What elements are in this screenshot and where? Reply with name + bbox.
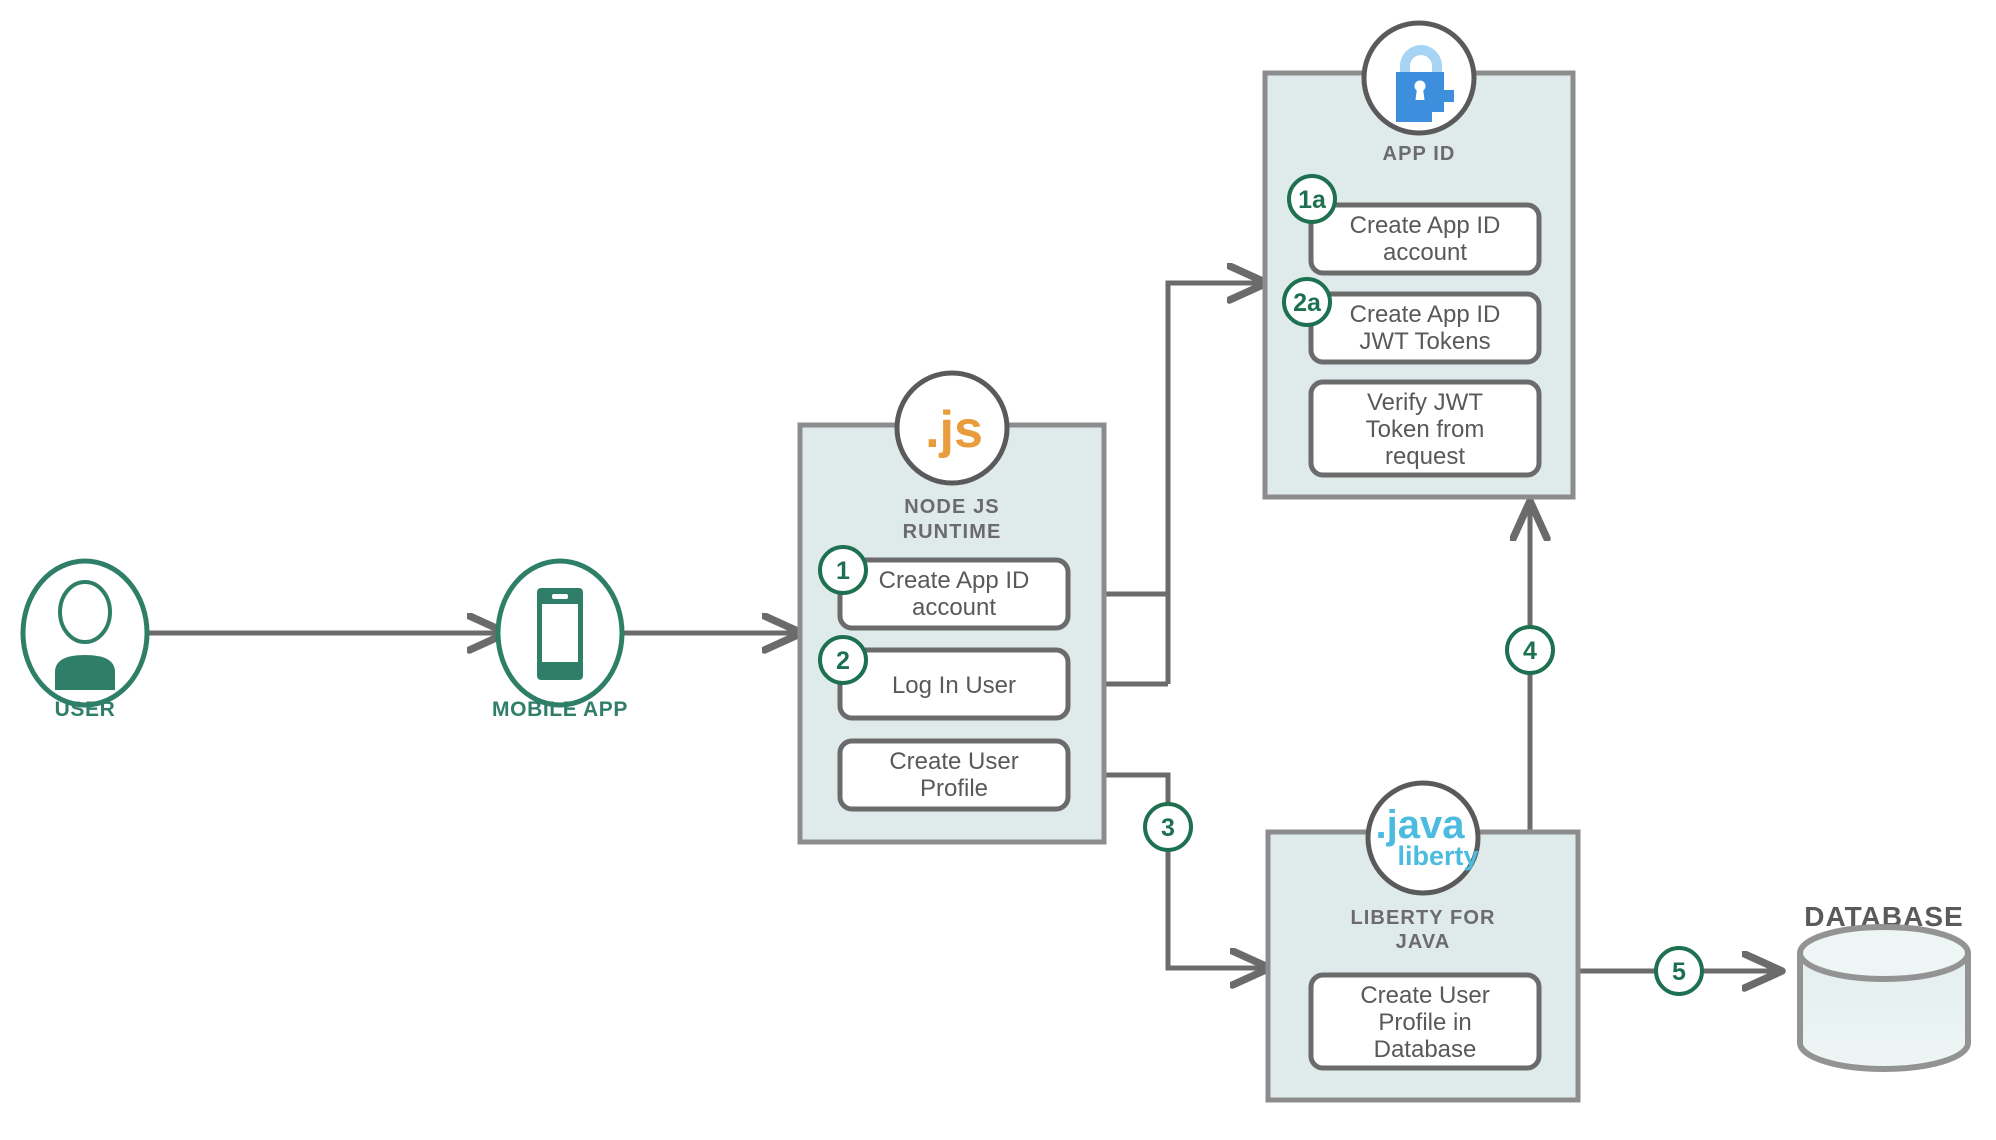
box-line: Log In User xyxy=(892,672,1016,699)
badge-step-4: 4 xyxy=(1505,625,1555,675)
box-line: Verify JWT xyxy=(1367,389,1483,416)
node-database[interactable]: DATABASE xyxy=(1797,901,1971,1072)
box-line: request xyxy=(1385,443,1465,470)
panel-liberty-title-line1: LIBERTY FOR xyxy=(1350,907,1495,929)
badge-step-1a: 1a xyxy=(1287,174,1337,224)
process-box-create-user-profile-in-database[interactable]: Create User Profile in Database xyxy=(1308,972,1542,1071)
liberty-logo-text: liberty xyxy=(1397,841,1478,871)
box-line: Profile xyxy=(920,775,988,802)
process-box-create-app-id-account-appid[interactable]: Create App ID account xyxy=(1308,202,1542,276)
badge-step-3-label: 3 xyxy=(1161,814,1175,842)
process-box-create-app-id-account[interactable]: Create App ID account xyxy=(837,557,1071,631)
database-cylinder-icon xyxy=(1797,924,1971,1072)
box-line: Database xyxy=(1374,1036,1477,1063)
box-line: Create User xyxy=(889,748,1018,775)
node-user-label: USER xyxy=(55,698,116,721)
mobile-phone-icon xyxy=(537,588,583,680)
badge-step-1-label: 1 xyxy=(836,557,850,585)
box-line: Create User xyxy=(1360,982,1489,1009)
nodejs-dotjs-icon: .js xyxy=(894,370,1010,486)
node-user[interactable]: USER xyxy=(20,558,150,721)
badge-step-2: 2 xyxy=(818,635,868,685)
badge-step-5-label: 5 xyxy=(1672,958,1686,986)
user-avatar-icon xyxy=(55,580,115,690)
node-mobile-app[interactable]: MOBILE APP xyxy=(492,558,628,721)
box-line: Profile in xyxy=(1378,1009,1471,1036)
badge-step-2-label: 2 xyxy=(836,647,850,675)
panel-liberty-for-java[interactable]: .java liberty LIBERTY FOR JAVA Create Us… xyxy=(1265,780,1581,1103)
node-mobile-app-label: MOBILE APP xyxy=(492,698,628,721)
panel-node-js-runtime-title-line2: RUNTIME xyxy=(903,521,1002,543)
box-line: Token from xyxy=(1366,416,1485,443)
box-line: Create App ID xyxy=(879,567,1030,594)
badge-step-4-label: 4 xyxy=(1523,637,1537,665)
nodejs-logo-text: .js xyxy=(925,401,983,459)
panel-node-js-runtime-title-line1: NODE JS xyxy=(904,496,1000,518)
box-line: Create App ID xyxy=(1350,212,1501,239)
badge-step-3: 3 xyxy=(1143,802,1193,852)
box-line: Create App ID xyxy=(1350,301,1501,328)
panel-liberty-title-line2: JAVA xyxy=(1396,931,1451,953)
badge-step-1: 1 xyxy=(818,545,868,595)
java-liberty-icon: .java liberty xyxy=(1365,780,1481,896)
box-line: JWT Tokens xyxy=(1359,328,1490,355)
java-logo-text: .java xyxy=(1376,803,1466,847)
panel-app-id[interactable]: APP ID Create App ID account 1a Create A… xyxy=(1262,20,1576,500)
process-box-create-user-profile[interactable]: Create User Profile xyxy=(837,738,1071,812)
badge-step-5: 5 xyxy=(1654,946,1704,996)
badge-step-2a: 2a xyxy=(1282,277,1332,327)
process-box-log-in-user[interactable]: Log In User xyxy=(837,647,1071,721)
connector-nodejs-to-liberty xyxy=(1068,772,1266,968)
process-box-create-app-id-jwt-tokens[interactable]: Create App ID JWT Tokens xyxy=(1308,291,1542,365)
badge-step-2a-label: 2a xyxy=(1293,289,1322,317)
badge-step-1a-label: 1a xyxy=(1298,186,1327,214)
panel-app-id-title: APP ID xyxy=(1383,143,1456,165)
box-line: account xyxy=(1383,239,1467,266)
process-box-verify-jwt-token[interactable]: Verify JWT Token from request xyxy=(1308,379,1542,478)
panel-node-js-runtime[interactable]: .js NODE JS RUNTIME Create App ID accoun… xyxy=(797,370,1107,845)
padlock-face-icon xyxy=(1361,20,1477,136)
box-line: account xyxy=(912,594,996,621)
